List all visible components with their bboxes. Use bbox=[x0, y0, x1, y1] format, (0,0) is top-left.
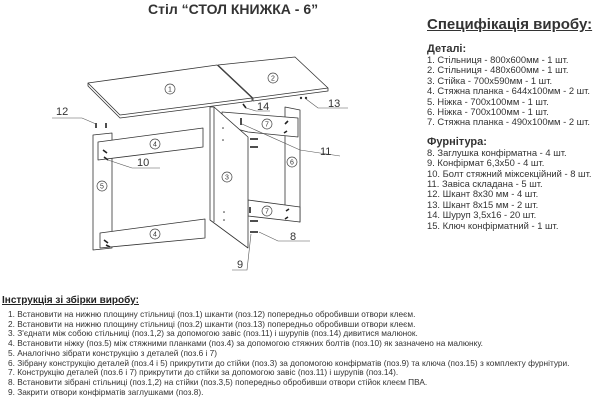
list-item: 11. Завіса складана - 5 шт. bbox=[427, 178, 543, 190]
part-label-7: 7 bbox=[265, 122, 269, 129]
list-item: 12. Шкант 8х30 мм - 4 шт. bbox=[427, 188, 539, 200]
instruction-step: 9. Закрити отвори конфірматів заглушками… bbox=[8, 386, 204, 397]
list-item: 5. Ніжка - 700х100мм - 1 шт. bbox=[427, 95, 549, 107]
leg-5 bbox=[92, 132, 113, 251]
plank-4-top bbox=[97, 127, 204, 161]
list-item: 9. Конфірмат 6,3х50 - 4 шт. bbox=[427, 157, 545, 169]
part-label-3: 3 bbox=[225, 175, 229, 182]
list-item: 2. Стільниця - 480х600мм - 1 шт. bbox=[427, 64, 569, 76]
list-item: 10. Болт стяжний міжсекційний - 8 шт. bbox=[427, 167, 592, 179]
part-label-6: 6 bbox=[290, 160, 294, 167]
callout-9: 9 bbox=[237, 259, 243, 271]
details-heading: Деталі: bbox=[427, 43, 467, 55]
list-item: 4. Стяжна планка - 644х100мм - 2 шт. bbox=[427, 85, 591, 97]
list-item: 15. Ключ конфірматний - 1 шт. bbox=[427, 219, 559, 231]
instruction-step: 2. Встановити на нижню площину стільниці… bbox=[8, 318, 416, 329]
instruction-step: 8. Встановити зібрані стільниці (поз.1,2… bbox=[8, 376, 428, 387]
instruction-step: 5. Аналогічно зібрати конструкцію з дета… bbox=[8, 347, 218, 358]
instruction-step: 7. Конструкцію деталей (поз.6 і 7) прикр… bbox=[8, 367, 399, 378]
callout-13: 13 bbox=[328, 98, 340, 110]
specification-panel: Специфікація виробу: Деталі: 1. Стільниц… bbox=[427, 16, 600, 231]
callout-11: 11 bbox=[320, 146, 331, 158]
list-item: 7. Стяжна планка - 490х100мм - 2 шт. bbox=[427, 116, 591, 128]
page-title: Стіл “СТОЛ КНИЖКА - 6” bbox=[148, 1, 319, 17]
instruction-step: 1. Встановити на нижню площину стільниці… bbox=[8, 309, 416, 319]
callout-12: 12 bbox=[56, 106, 68, 118]
instructions-section: Інструкція зі збірки виробу: 1. Встанови… bbox=[2, 295, 600, 397]
plank-4-bottom bbox=[99, 218, 206, 249]
hardware-heading: Фурнітура: bbox=[427, 135, 487, 148]
hardware-list: 8. Заглушка конфірматна - 4 шт. 9. Конфі… bbox=[427, 146, 600, 231]
part-label-1: 1 bbox=[168, 87, 172, 94]
list-item: 6. Ніжка - 700х100мм - 1 шт. bbox=[427, 106, 549, 118]
instructions-list: 1. Встановити на нижню площину стільниці… bbox=[2, 309, 600, 397]
list-item: 1. Стільниця - 800х600мм - 1 шт. bbox=[427, 54, 569, 65]
instructions-heading: Інструкція зі збірки виробу: bbox=[2, 295, 139, 306]
list-item: 3. Стійка - 700х590мм - 1 шт. bbox=[427, 74, 553, 86]
callout-14: 14 bbox=[257, 101, 269, 113]
list-item: 8. Заглушка конфірматна - 4 шт. bbox=[427, 146, 567, 158]
part-label-4: 4 bbox=[153, 232, 157, 239]
part-label-7: 7 bbox=[265, 209, 269, 216]
instruction-step: 4. Встановити ніжку (поз.5) між стяжними… bbox=[8, 338, 483, 349]
spec-heading: Специфікація виробу: bbox=[427, 16, 593, 33]
instruction-step: 6. Зібрану конструкцію деталей (поз.4 і … bbox=[8, 357, 570, 368]
callout-10: 10 bbox=[137, 157, 149, 169]
list-item: 13. Шкант 8х15 мм - 2 шт. bbox=[427, 198, 539, 210]
part-label-4: 4 bbox=[153, 142, 157, 149]
details-list: 1. Стільниця - 800х600мм - 1 шт. 2. Стіл… bbox=[427, 54, 600, 128]
panel-3 bbox=[209, 106, 249, 249]
assembly-drawing: 1 2 3 4 4 5 6 7 7 12 14 13 11 10 8 9 bbox=[52, 56, 348, 271]
list-item: 14. Шуруп 3,5х16 - 20 шт. bbox=[427, 209, 537, 221]
callout-8: 8 bbox=[290, 231, 296, 243]
instruction-step: 3. З'єднати між собою стільниці (поз.1,2… bbox=[8, 328, 418, 339]
part-label-5: 5 bbox=[100, 184, 104, 191]
part-label-2: 2 bbox=[271, 76, 275, 83]
